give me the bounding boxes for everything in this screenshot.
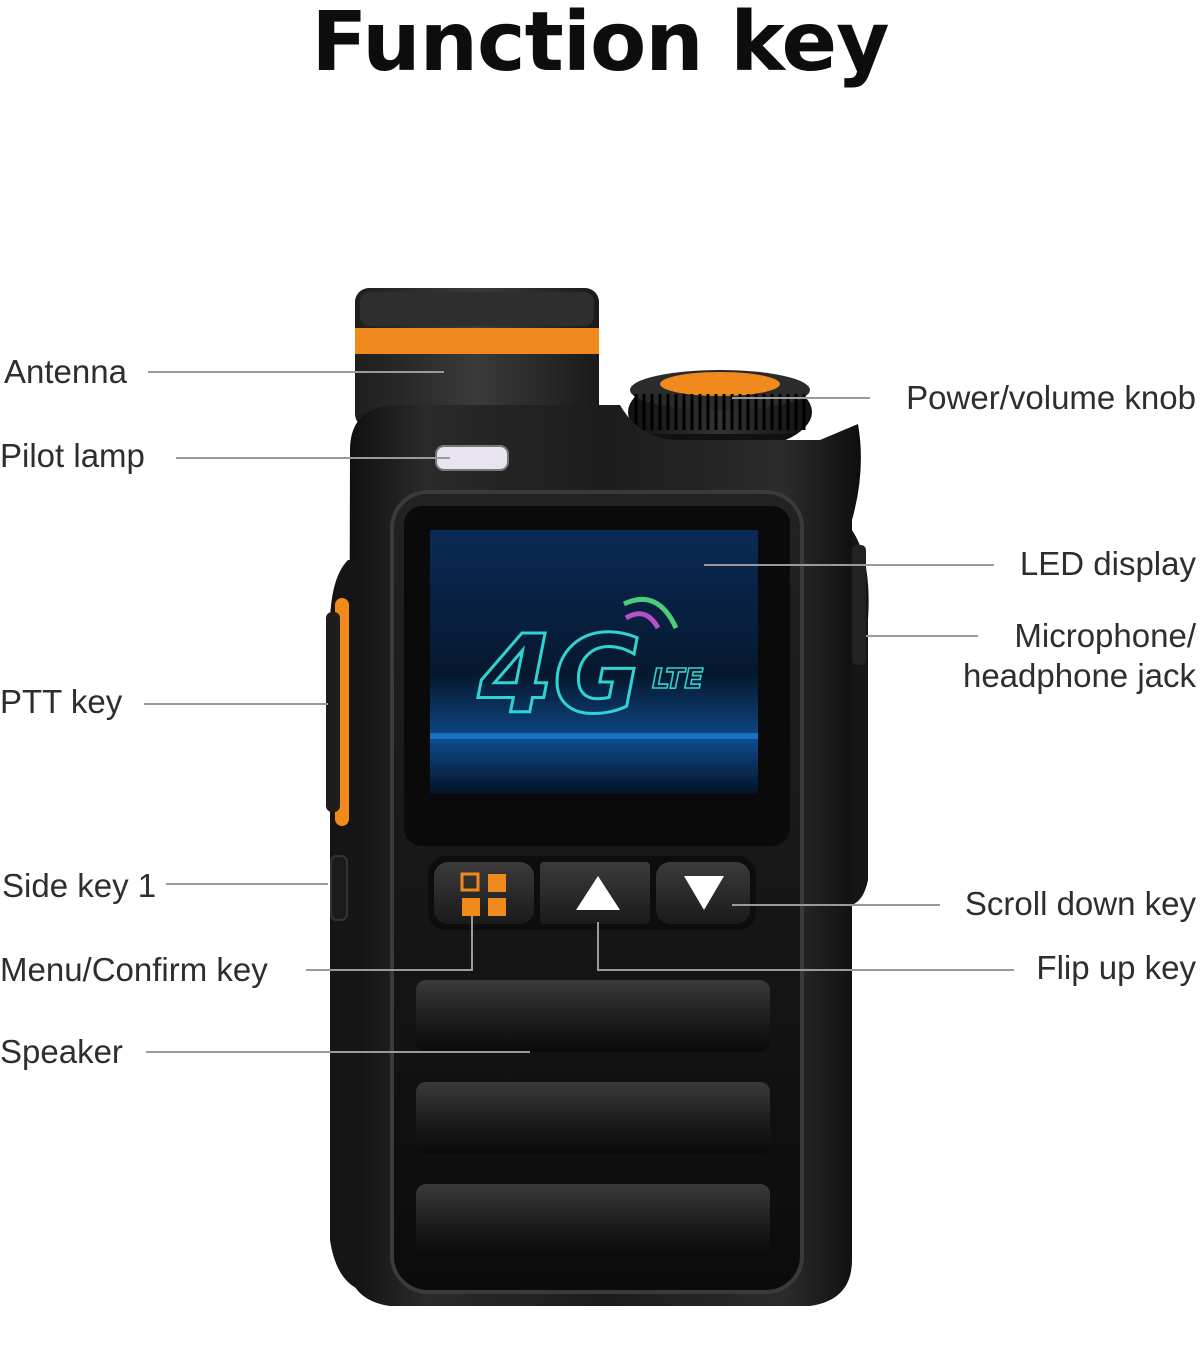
label-flip-up-key: Flip up key <box>1036 949 1196 986</box>
signal-arc-2 <box>622 597 679 630</box>
label-scroll-down-key: Scroll down key <box>964 885 1196 922</box>
microphone-headphone-jack <box>852 545 866 665</box>
label-led-display: LED display <box>1019 545 1196 582</box>
label-microphone-headphone-jack: Microphone/ headphone jack <box>963 616 1196 696</box>
led-display: 4G LTE <box>404 506 790 846</box>
pilot-lamp <box>435 445 509 471</box>
label-speaker: Speaker <box>0 1033 123 1070</box>
signal-arc-1 <box>624 611 661 630</box>
triangle-up-icon <box>576 876 620 910</box>
triangle-down-icon <box>684 876 724 910</box>
label-power-volume-knob: Power/volume knob <box>906 379 1196 416</box>
label-pilot-lamp: Pilot lamp <box>0 437 145 474</box>
grid-icon <box>460 872 506 916</box>
label-antenna: Antenna <box>4 353 127 390</box>
page-title: Function key <box>311 0 889 90</box>
screen-4g-text: 4G <box>477 613 642 738</box>
label-side-key-1: Side key 1 <box>2 867 157 904</box>
label-mic-jack-line1: Microphone/ <box>1014 617 1196 654</box>
label-mic-jack-line2: headphone jack <box>962 657 1196 694</box>
antenna <box>355 288 599 428</box>
ptt-key[interactable] <box>326 598 349 826</box>
menu-confirm-key[interactable] <box>434 862 534 924</box>
keypad <box>428 856 756 930</box>
label-ptt-key: PTT key <box>0 683 123 720</box>
label-menu-confirm-key: Menu/Confirm key <box>0 951 268 988</box>
power-volume-knob[interactable] <box>628 370 812 452</box>
speaker-grill <box>416 980 770 1256</box>
side-key-1[interactable] <box>330 855 348 921</box>
screen-lte-text: LTE <box>652 662 703 695</box>
